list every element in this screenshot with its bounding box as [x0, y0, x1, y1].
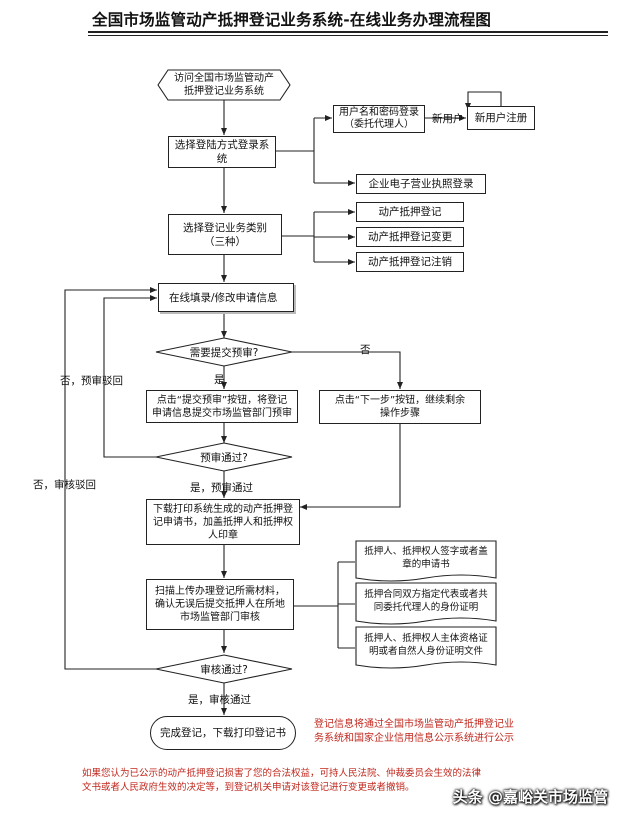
edge-label-review-passed: 是，审核通过: [188, 694, 251, 706]
review-pass-label: 审核通过?: [200, 663, 248, 676]
title-underline-thin: [88, 35, 608, 36]
category-registration-box: 动产抵押登记: [356, 202, 464, 222]
start-node-shape: [157, 69, 291, 101]
diamond-review-pass: [155, 654, 293, 684]
doc-shape-1: [355, 540, 497, 582]
next-step-box: 点击“下一步”按钮，继续剩余 操作步骤: [319, 390, 481, 424]
need-precheck-label: 需要提交预审?: [189, 346, 259, 359]
edge-label-precheck-passed: 是，预审通过: [190, 482, 253, 494]
doc-shape-3: [355, 626, 497, 669]
diamond-precheck-pass: [155, 442, 293, 472]
edge-label-precheck-rejected: 否，预审驳回: [60, 375, 123, 387]
fill-info-box: 在线填录/修改申请信息: [158, 283, 294, 312]
registration-info-note: 登记信息将通过全国市场监管动产抵押登记业 务系统和国家企业信用信息公示系统进行公…: [314, 719, 514, 744]
diamond-need-precheck: [155, 337, 293, 367]
doc-application-signed: 抵押人、抵押权人签字或者盖 章的申请书: [364, 546, 488, 570]
login-method-box: 选择登陆方式登录系统: [168, 136, 276, 168]
download-print-box: 下载打印系统生成的动产抵押登 记申请书，加盖抵押人和抵押权 人印章: [146, 499, 300, 545]
edge-label-new-user: 新用户: [432, 113, 464, 125]
precheck-pass-label: 预审通过?: [200, 451, 248, 464]
footer-note: 如果您认为已公示的动产抵押登记损害了您的合法权益，可持人民法院、仲裁委员会生效的…: [82, 768, 482, 793]
title-underline: [88, 31, 608, 33]
page-title: 全国市场监管动产抵押登记业务系统-在线业务办理流程图: [92, 11, 492, 29]
edge-label-review-rejected: 否，审核驳回: [33, 479, 96, 491]
enterprise-license-login-box: 企业电子营业执照登录: [356, 174, 486, 194]
submit-precheck-box: 点击“提交预审”按钮，将登记 申请信息提交市场监管部门预审: [146, 390, 298, 423]
watermark: 头条 @嘉峪关市场监管: [452, 788, 608, 806]
edge-label-no-precheck: 否: [360, 344, 371, 356]
password-login-box: 用户名和密码登录 （委托代理人）: [333, 105, 425, 133]
category-cancel-box: 动产抵押登记注销: [356, 252, 464, 272]
select-category-box: 选择登记业务类别 （三种）: [168, 214, 282, 255]
edge-label-yes-precheck: 是: [214, 374, 225, 386]
start-node: 访问全国市场监管动产 抵押登记业务系统: [174, 73, 274, 97]
doc-qualification-id: 抵押人、抵押权人主体资格证 明或者自然人身份证明文件: [364, 632, 488, 657]
finish-node: 完成登记，下载打印登记书: [150, 716, 296, 750]
doc-representative-id: 抵押合同双方指定代表或者共 同委托代理人的身份证明: [364, 588, 488, 613]
doc-shape-2: [355, 582, 497, 625]
new-user-register-box: 新用户注册: [467, 106, 535, 130]
scan-upload-box: 扫描上传办理登记所需材料， 确认无误后提交抵押人在所地 市场监管部门审核: [146, 579, 294, 630]
category-change-box: 动产抵押登记变更: [356, 227, 464, 247]
